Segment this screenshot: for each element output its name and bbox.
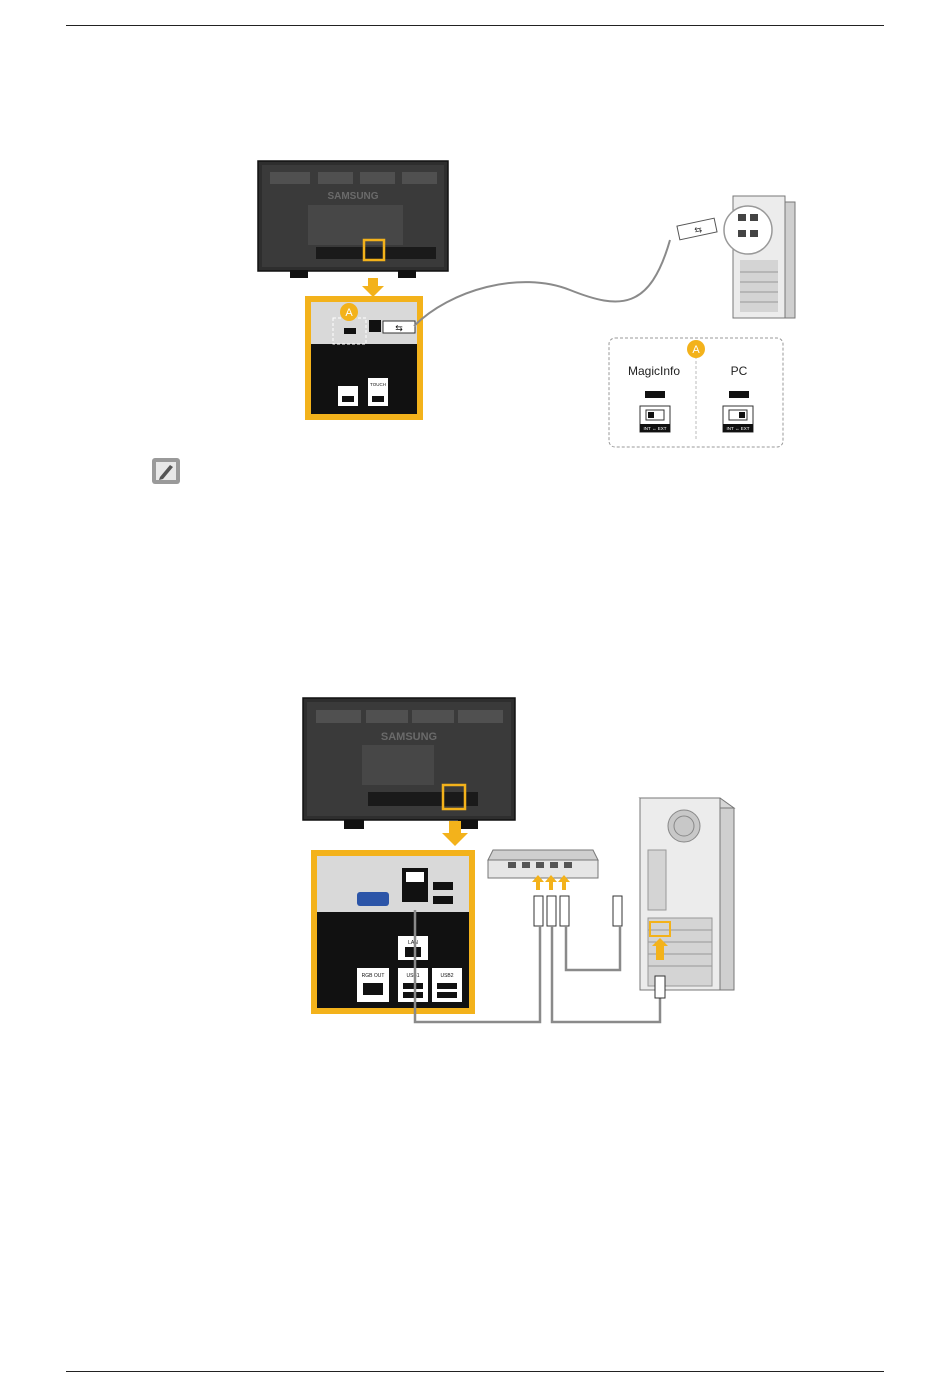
down-arrow-icon — [362, 278, 384, 297]
switch-ext-position — [739, 412, 745, 418]
monitor-brand-logo: SAMSUNG — [327, 191, 378, 202]
rj45-plug-group — [534, 896, 622, 926]
callout-a-marker: A — [345, 307, 353, 319]
monitor-rear-1: SAMSUNG — [258, 161, 448, 278]
lan-connection-diagram: SAMSUNG LAN RGB OUT USB1 USB2 — [300, 690, 750, 1030]
monitor-rear-2: SAMSUNG — [303, 698, 515, 829]
lan-port-label: LAN — [408, 940, 418, 946]
usb2-label: USB2 — [440, 973, 453, 979]
touch-port-label: TOUCH — [370, 382, 386, 387]
pc-tower-1 — [724, 196, 795, 318]
magicinfo-label: MagicInfo — [628, 364, 680, 378]
note-icon — [152, 458, 180, 484]
zoomed-lan-panel: LAN RGB OUT USB1 USB2 — [311, 850, 475, 1014]
usb-port-magnifier — [724, 206, 772, 254]
switch-caption-2: INT ↔ EXT — [727, 426, 750, 431]
zoomed-port-panel: ⇆ TOUCH A — [305, 296, 423, 420]
usb-plug-icon: ⇆ — [677, 218, 717, 240]
footer-rule — [66, 1371, 884, 1372]
rgb-out-label: RGB OUT — [362, 973, 385, 979]
svg-text:⇆: ⇆ — [395, 323, 403, 333]
usb1-label: USB1 — [406, 973, 419, 979]
usb-connection-diagram: SAMSUNG ⇆ TOUCH A ⇆ — [150, 150, 800, 490]
switch-caption-1: INT ↔ EXT — [644, 426, 667, 431]
pc-label: PC — [731, 364, 748, 378]
switch-int-position — [648, 412, 654, 418]
usb-cable — [414, 240, 670, 326]
callout-a-marker-2: A — [692, 344, 700, 356]
monitor-brand-logo-2: SAMSUNG — [381, 731, 437, 743]
network-hub — [488, 850, 598, 878]
switch-setting-callout: A MagicInfo PC INT ↔ EXT INT ↔ EXT — [609, 338, 783, 447]
pc-tower-2 — [640, 798, 734, 998]
header-rule — [66, 25, 884, 26]
